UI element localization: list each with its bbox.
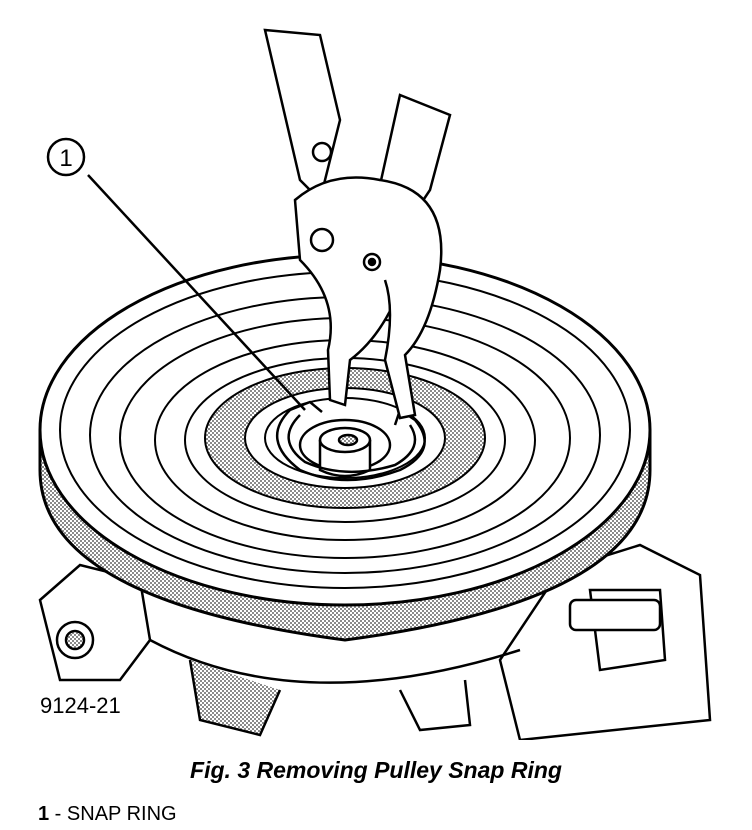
compressor-body — [38, 543, 712, 740]
callout-number: 1 — [59, 145, 72, 172]
legend-number: 1 — [38, 803, 50, 825]
snap-ring-pliers — [263, 28, 452, 420]
hub-nut — [298, 418, 392, 478]
legend-separator: - — [49, 803, 67, 825]
figure-id-label: 9124-21 — [40, 693, 121, 718]
legend-label: SNAP RING — [66, 803, 177, 825]
figure-caption: Fig. 3 Removing Pulley Snap Ring — [190, 757, 562, 783]
pulley-snap-ring-illustration: 1 — [38, 28, 712, 740]
legend-item: 1 - SNAP RING — [38, 803, 177, 826]
callout-1: 1 — [46, 137, 306, 411]
